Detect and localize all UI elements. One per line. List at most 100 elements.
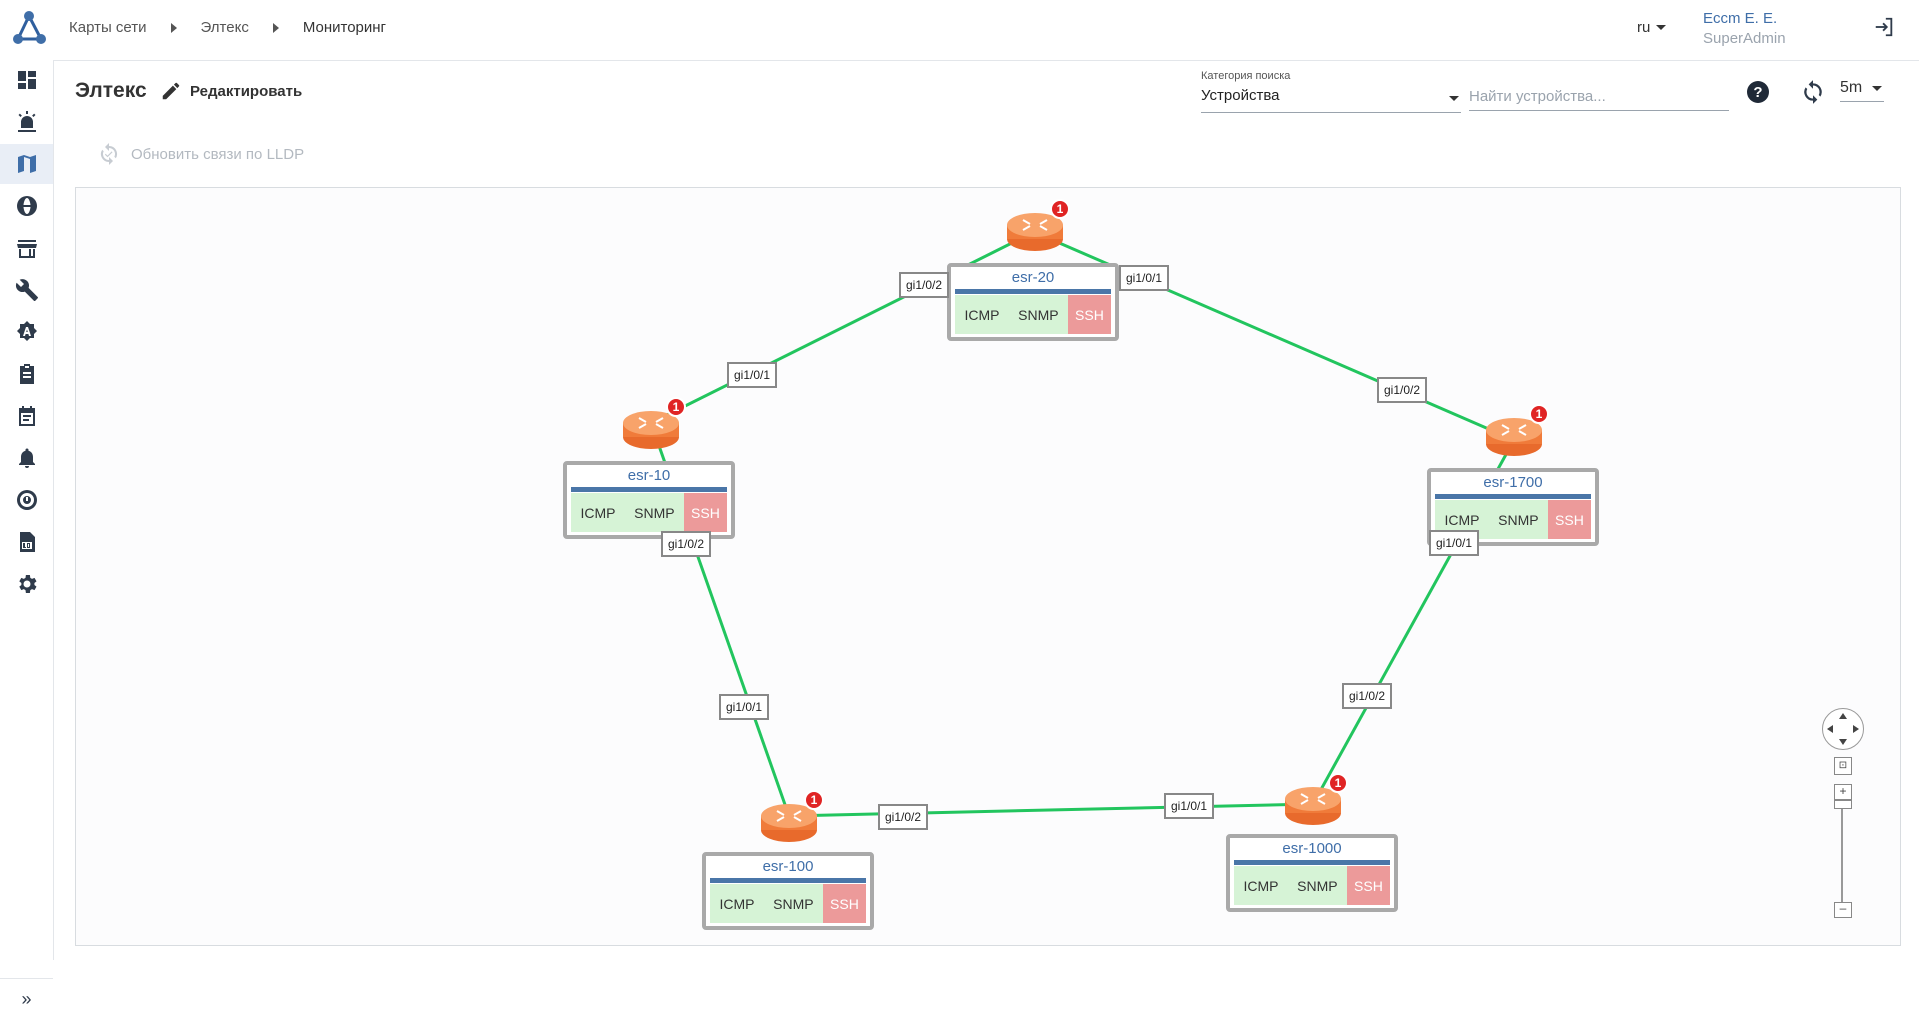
sidebar-item-network-maps[interactable] xyxy=(0,144,53,184)
snmp-status: SNMP xyxy=(763,884,823,923)
device-header-bar xyxy=(571,487,727,492)
map-icon xyxy=(17,155,36,173)
port-label: gi1/0/1 xyxy=(719,694,770,720)
router-icon xyxy=(1486,418,1542,456)
user-info[interactable]: Eccm E. E. SuperAdmin xyxy=(1703,9,1786,49)
icmp-status: ICMP xyxy=(571,493,625,532)
device-header-bar xyxy=(1435,494,1591,499)
breadcrumb-chevron-icon xyxy=(170,22,177,33)
bell-icon xyxy=(18,448,35,468)
alarm-count-badge: 1 xyxy=(1050,199,1070,219)
globe-icon xyxy=(16,196,37,216)
refresh-interval-value: 5m xyxy=(1840,79,1863,96)
ssh-status: SSH xyxy=(822,884,867,923)
device-card-esr-10[interactable]: esr-10 ICMP SNMP SSH xyxy=(563,461,735,539)
calendar-icon xyxy=(18,406,35,426)
update-lldp-label: Обновить связи по LLDP xyxy=(131,145,305,163)
device-card-esr-1000[interactable]: esr-1000 ICMP SNMP SSH xyxy=(1226,834,1398,912)
logout-icon[interactable] xyxy=(1873,16,1895,38)
page-title: Элтекс xyxy=(75,79,147,102)
gear-icon xyxy=(18,575,36,593)
protocol-status: ICMP SNMP SSH xyxy=(710,884,867,923)
sidebar-item-alarms[interactable] xyxy=(0,102,53,142)
pan-navigation-icon[interactable] xyxy=(1822,708,1864,750)
sidebar-expand-button[interactable]: » xyxy=(0,978,53,1019)
device-card-esr-20[interactable]: esr-20 ICMP SNMP SSH xyxy=(947,263,1119,341)
device-header-bar xyxy=(1234,860,1390,865)
caret-down-icon xyxy=(1872,85,1883,91)
language-value: ru xyxy=(1637,19,1651,36)
caret-down-icon xyxy=(1449,96,1459,101)
sidebar-item-networks[interactable] xyxy=(0,186,53,226)
sidebar: » xyxy=(0,60,54,1009)
user-name: Eccm E. E. xyxy=(1703,10,1778,27)
auto-icon xyxy=(16,321,37,341)
ssh-status: SSH xyxy=(1346,866,1391,905)
breadcrumb: Карты сети Элтекс Мониторинг xyxy=(69,19,386,36)
refresh-icon[interactable] xyxy=(1800,79,1826,105)
ssh-status: SSH xyxy=(1547,500,1592,539)
network-map-canvas[interactable]: 1 esr-20 ICMP SNMP SSH 1 esr-10 ICMP SNM… xyxy=(75,187,1901,946)
router-icon xyxy=(761,804,817,842)
router-icon xyxy=(1285,787,1341,825)
zoom-slider-thumb[interactable] xyxy=(1834,800,1852,809)
edit-button[interactable]: Редактировать xyxy=(160,80,302,102)
device-header-bar xyxy=(955,289,1111,294)
sidebar-item-tools[interactable] xyxy=(0,270,53,310)
sidebar-item-notifications[interactable] xyxy=(0,438,53,478)
ssh-status: SSH xyxy=(1067,295,1112,334)
update-lldp-button[interactable]: Обновить связи по LLDP xyxy=(97,142,304,166)
sidebar-item-dashboard[interactable] xyxy=(0,60,53,100)
port-label: gi1/0/1 xyxy=(1119,265,1170,291)
protocol-status: ICMP SNMP SSH xyxy=(1234,866,1391,905)
clipboard-icon xyxy=(19,364,34,384)
app-logo-icon[interactable] xyxy=(8,8,50,50)
log-icon xyxy=(19,532,35,552)
port-label: gi1/0/1 xyxy=(1429,530,1480,556)
dashboard-icon xyxy=(17,71,36,89)
breadcrumb-network-maps[interactable]: Карты сети xyxy=(69,19,147,36)
search-category-select[interactable]: Категория поиска Устройства xyxy=(1201,70,1461,113)
sidebar-item-schedule[interactable] xyxy=(0,396,53,436)
port-label: gi1/0/2 xyxy=(878,804,929,830)
zoom-out-button[interactable]: – xyxy=(1834,902,1852,918)
sync-icon xyxy=(100,143,118,165)
protocol-status: ICMP SNMP SSH xyxy=(571,493,728,532)
sidebar-item-tasks[interactable] xyxy=(0,354,53,394)
port-label: gi1/0/1 xyxy=(727,362,778,388)
router-icon xyxy=(1007,213,1063,251)
sidebar-item-logs[interactable] xyxy=(0,522,53,562)
alarm-count-badge: 1 xyxy=(804,790,824,810)
sidebar-item-automation[interactable] xyxy=(0,312,53,352)
help-icon[interactable]: ? xyxy=(1746,80,1770,104)
port-label: gi1/0/1 xyxy=(1164,793,1215,819)
zoom-in-button[interactable]: + xyxy=(1834,784,1852,800)
device-card-esr-100[interactable]: esr-100 ICMP SNMP SSH xyxy=(702,852,874,930)
port-label: gi1/0/2 xyxy=(1342,683,1393,709)
device-name: esr-100 xyxy=(762,858,814,875)
breadcrumb-eltex[interactable]: Элтекс xyxy=(200,19,249,36)
sidebar-item-settings[interactable] xyxy=(0,564,53,604)
device-name: esr-10 xyxy=(627,467,671,484)
port-label: gi1/0/2 xyxy=(899,272,950,298)
pencil-icon xyxy=(162,82,180,100)
refresh-interval-select[interactable]: 5m xyxy=(1840,79,1884,102)
protocol-status: ICMP SNMP SSH xyxy=(955,295,1112,334)
snmp-status: SNMP xyxy=(624,493,684,532)
alarm-icon xyxy=(17,111,36,132)
zoom-slider-track[interactable] xyxy=(1841,804,1843,912)
device-name: esr-1000 xyxy=(1282,840,1342,857)
sidebar-item-monitoring[interactable] xyxy=(0,480,53,520)
snmp-status: SNMP xyxy=(1008,295,1068,334)
fit-view-button[interactable]: ⊡ xyxy=(1834,757,1852,775)
ssh-status: SSH xyxy=(683,493,728,532)
language-select[interactable]: ru xyxy=(1637,19,1667,36)
search-input[interactable] xyxy=(1469,86,1729,111)
top-bar: Карты сети Элтекс Мониторинг ru Eccm E. … xyxy=(0,0,1919,61)
zoom-controls: ⊡ + – xyxy=(1821,708,1865,928)
port-label: gi1/0/2 xyxy=(1377,377,1428,403)
link-esr100-esr1000 xyxy=(788,802,1314,818)
device-name: esr-20 xyxy=(1011,269,1055,286)
search-category-value: Устройства xyxy=(1201,87,1280,104)
sidebar-item-store[interactable] xyxy=(0,228,53,268)
